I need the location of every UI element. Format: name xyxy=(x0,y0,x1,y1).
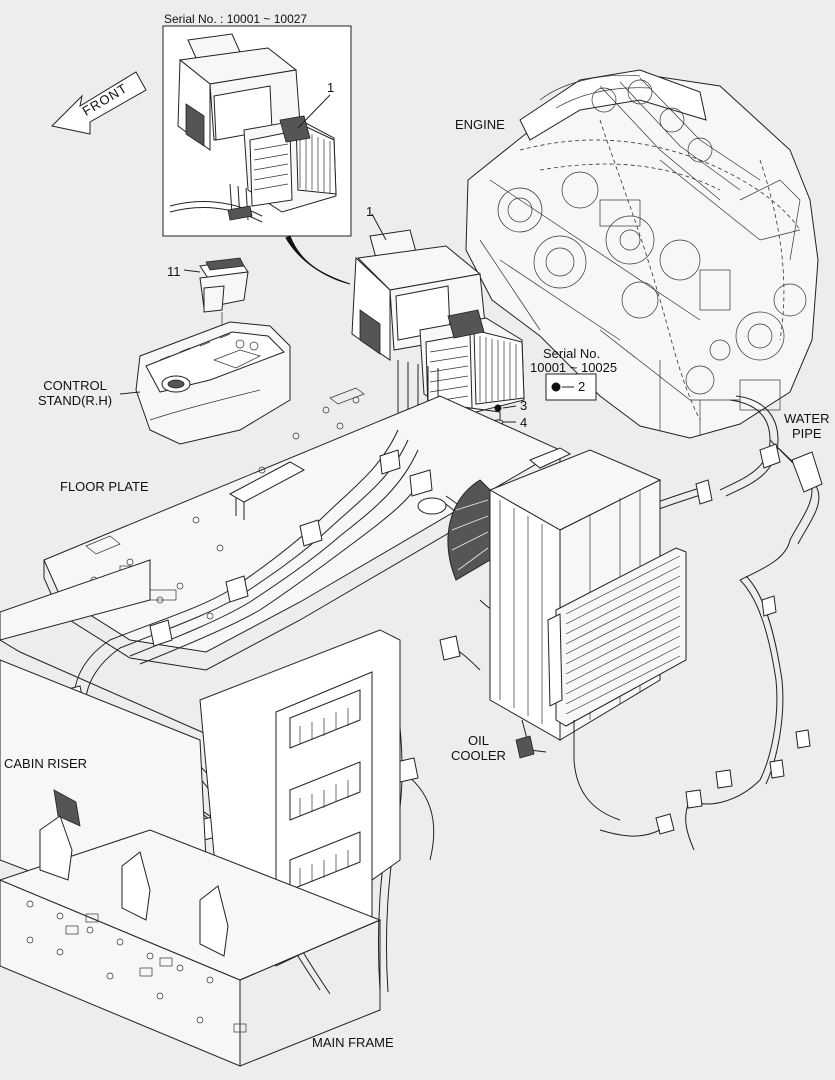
inset-part-leader xyxy=(297,94,331,129)
main-part-number: 1 xyxy=(366,204,374,219)
condenser xyxy=(547,547,687,821)
part-3-4-fasteners xyxy=(492,404,517,425)
part-2-number: 2 xyxy=(578,379,586,394)
engine-assembly xyxy=(465,69,819,439)
front-arrow xyxy=(50,71,147,135)
serial-number-mid-line2: 10001 ~ 10025 xyxy=(530,360,618,375)
main-frame-label: MAIN FRAME xyxy=(312,1035,394,1050)
part-11-switch xyxy=(183,257,249,340)
inset-part-number: 1 xyxy=(327,80,335,95)
serial-number-mid-line1: Serial No. xyxy=(543,346,601,361)
part-11-number: 11 xyxy=(167,264,181,279)
oil-cooler-label: OIL COOLER xyxy=(451,733,506,763)
floor-plate-label: FLOOR PLATE xyxy=(60,479,149,494)
engine-label: ENGINE xyxy=(455,117,505,132)
part-2-box xyxy=(545,373,597,401)
water-pipe-lines xyxy=(599,395,823,851)
main-frame xyxy=(0,815,382,1067)
cabin-riser-label: CABIN RISER xyxy=(4,756,88,771)
hvac-hoses xyxy=(109,429,489,665)
inset-hvac-unit xyxy=(169,33,337,223)
part-4-number: 4 xyxy=(520,415,528,430)
inset-link-swoosh xyxy=(285,235,351,285)
control-stand-label: CONTROL STAND(R.H) xyxy=(38,378,113,408)
inset-box xyxy=(162,25,352,237)
main-part-leader xyxy=(371,213,387,241)
control-stand xyxy=(119,321,291,445)
part-3-number: 3 xyxy=(520,398,528,413)
water-pipe-label: WATER PIPE xyxy=(784,411,830,441)
hvac-unit xyxy=(351,229,525,500)
serial-number-inset: Serial No. : 10001 ~ 10027 xyxy=(164,12,308,26)
